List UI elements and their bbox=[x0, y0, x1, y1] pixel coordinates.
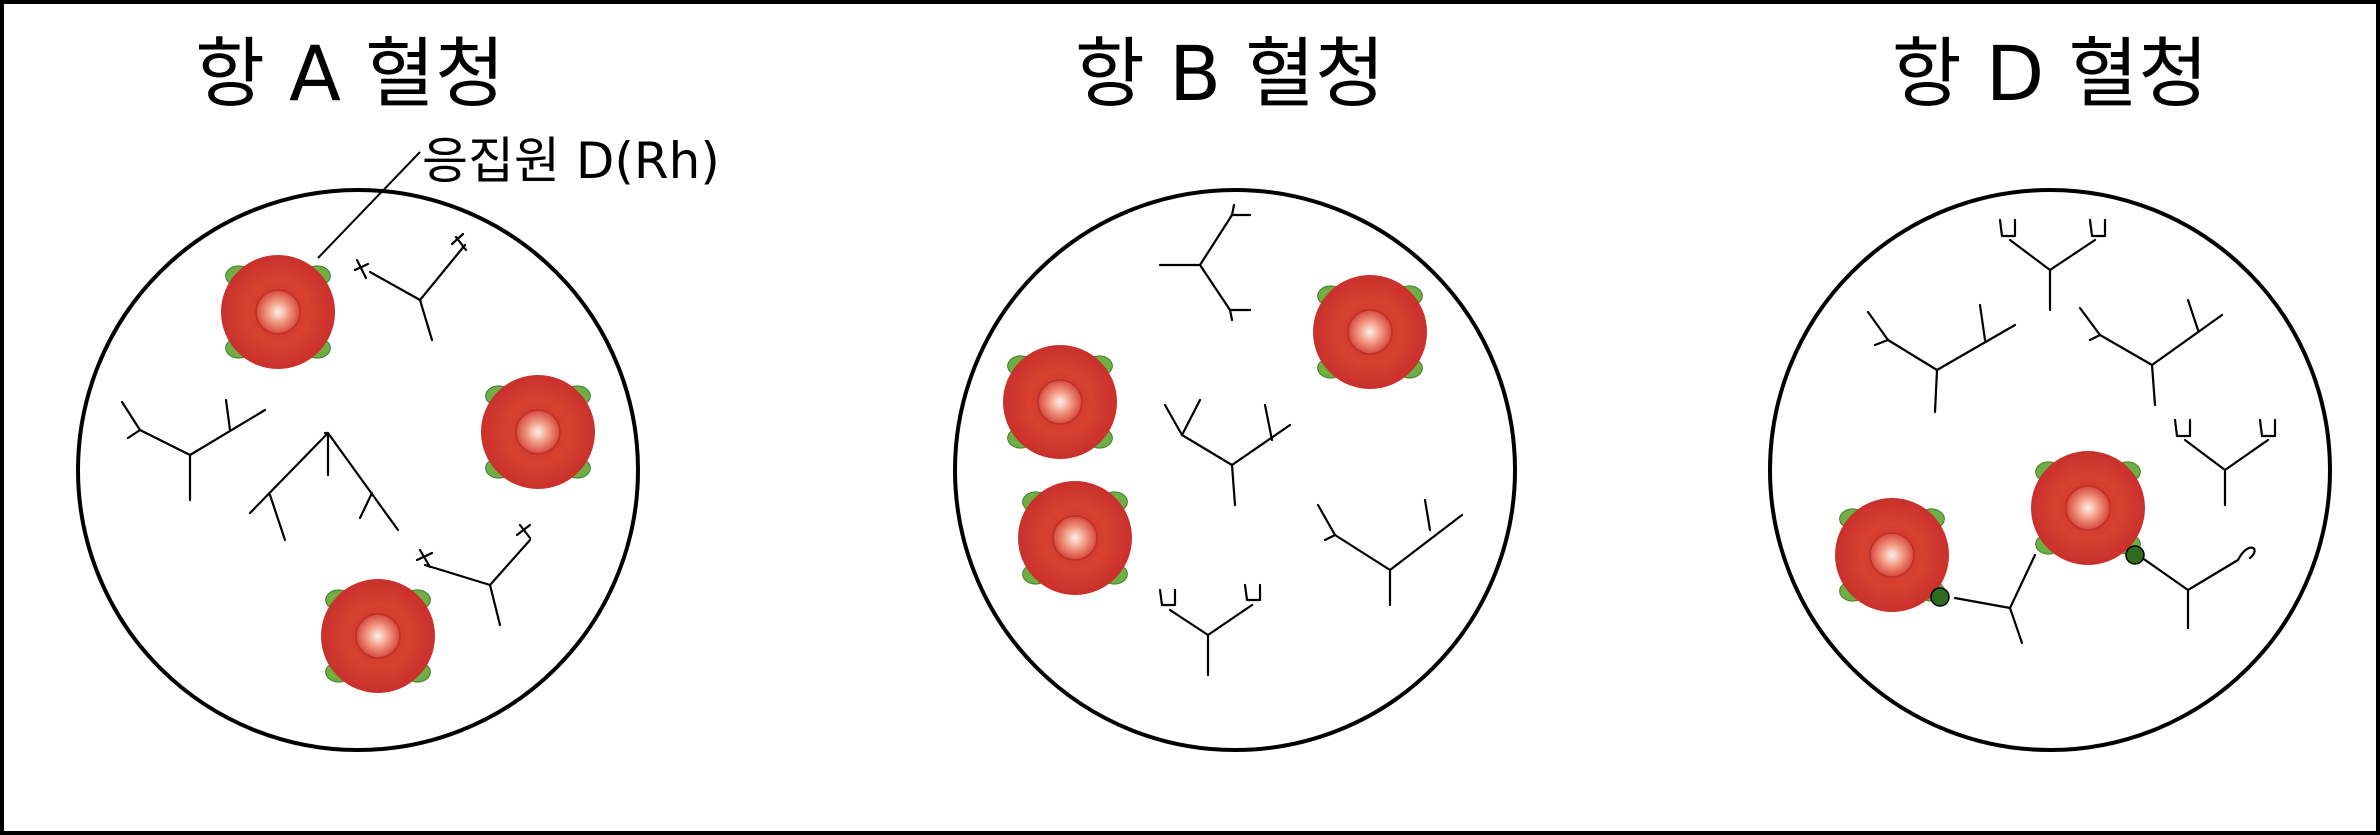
antibody-icon bbox=[1158, 203, 1252, 322]
antibody-icon bbox=[2173, 418, 2277, 507]
antigen-icon bbox=[2125, 545, 2145, 565]
cell-center bbox=[1037, 379, 1083, 425]
antibody-icon bbox=[248, 431, 400, 542]
cell-center bbox=[1347, 309, 1393, 355]
antibody-icon bbox=[2136, 546, 2256, 630]
cell-center bbox=[1052, 515, 1098, 561]
antibody-icon bbox=[1158, 583, 1262, 677]
red-blood-cell-icon bbox=[321, 579, 435, 693]
antibody-icon bbox=[1953, 553, 2037, 645]
panel-circle-anti-b bbox=[953, 188, 1517, 752]
cell-center bbox=[515, 409, 561, 455]
antigen-label: 응집원 D(Rh) bbox=[422, 132, 720, 190]
antibody-icon bbox=[120, 398, 267, 502]
cell-center bbox=[255, 289, 301, 335]
cell-center bbox=[2065, 485, 2111, 531]
red-blood-cell-icon bbox=[1313, 275, 1427, 389]
antibody-icon bbox=[1316, 498, 1464, 607]
red-blood-cell-icon bbox=[2031, 451, 2145, 565]
antibody-icon bbox=[353, 232, 468, 342]
antibody-icon bbox=[1998, 218, 2107, 312]
antibody-icon bbox=[1163, 398, 1292, 507]
antigen-icon bbox=[1930, 587, 1950, 607]
panel-circle-anti-d bbox=[1768, 188, 2332, 752]
antigen-leader-line bbox=[317, 151, 421, 259]
red-blood-cell-icon bbox=[1835, 498, 1949, 612]
panel-title-anti-b: 항 B 혈청 bbox=[1075, 29, 1385, 118]
cell-center bbox=[355, 613, 401, 659]
red-blood-cell-icon bbox=[481, 375, 595, 489]
red-blood-cell-icon bbox=[1003, 345, 1117, 459]
antibody-icon bbox=[415, 523, 532, 627]
panel-title-anti-d: 항 D 혈청 bbox=[1892, 29, 2209, 118]
antibody-icon bbox=[2078, 298, 2224, 407]
panel-title-anti-a: 항 A 혈청 bbox=[195, 29, 505, 118]
cell-center bbox=[1869, 532, 1915, 578]
panel-circle-anti-a bbox=[76, 188, 640, 752]
red-blood-cell-icon bbox=[1018, 481, 1132, 595]
red-blood-cell-icon bbox=[221, 255, 335, 369]
antibody-icon bbox=[1866, 303, 2017, 414]
